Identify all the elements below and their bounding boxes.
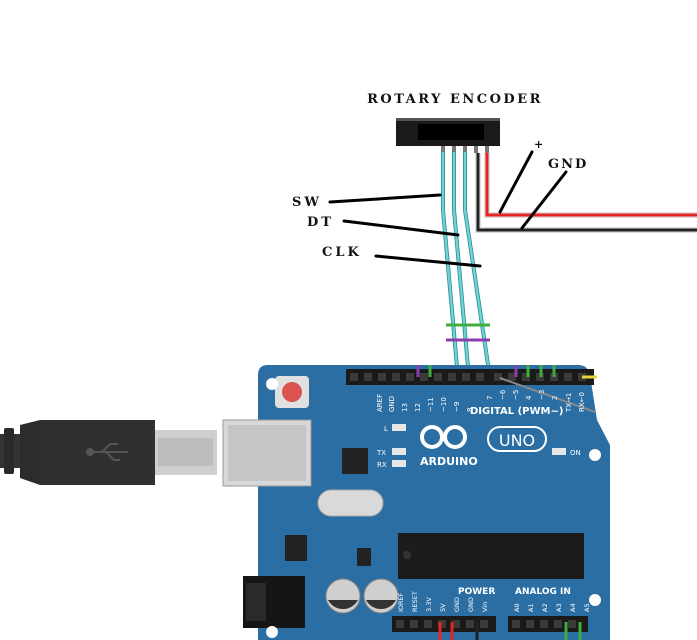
pin-label: ~5 bbox=[512, 390, 520, 400]
pin-label: Vin bbox=[481, 602, 489, 612]
pin-label: ~10 bbox=[440, 397, 448, 412]
uno-badge bbox=[487, 426, 547, 452]
pin-label: A5 bbox=[583, 603, 591, 612]
vcc-wire bbox=[484, 153, 697, 218]
led-rx bbox=[392, 460, 406, 467]
pin-label: ~9 bbox=[453, 402, 461, 412]
pin-label: 5V bbox=[439, 603, 447, 612]
capacitors bbox=[325, 578, 399, 614]
pin-label: 4 bbox=[525, 395, 533, 400]
analog-header-label: ANALOG IN bbox=[515, 587, 571, 597]
pin-label: A3 bbox=[555, 603, 563, 612]
analog-pin-labels: A0 A1 A2 A3 A4 A5 bbox=[513, 603, 591, 612]
plus-pointer bbox=[498, 150, 534, 214]
pin-label: IOREF bbox=[397, 592, 405, 612]
arduino-logo-text: ARDUINO bbox=[420, 455, 478, 468]
pin-label: A4 bbox=[569, 603, 577, 612]
pin-label: 13 bbox=[401, 403, 409, 412]
digital-pin-labels: AREF GND 13 12 ~11 ~10 ~9 8 7 ~6 ~5 4 ~3… bbox=[376, 389, 586, 413]
usb-icon bbox=[86, 443, 128, 461]
usb-cable bbox=[0, 420, 217, 485]
pin-label: ~3 bbox=[538, 390, 546, 400]
digital-header-label: DIGITAL (PWM~) bbox=[470, 406, 563, 417]
pin-label: GND bbox=[467, 597, 475, 612]
atmega-chip bbox=[398, 533, 584, 579]
clk-pointer bbox=[374, 254, 482, 268]
gnd-label: GND bbox=[548, 157, 588, 172]
pin-label: GND bbox=[453, 597, 461, 612]
led-on-label: ON bbox=[570, 449, 581, 457]
pin-label: A2 bbox=[541, 603, 549, 612]
led-l bbox=[392, 424, 406, 431]
pin-label: RX←0 bbox=[578, 392, 586, 412]
power-pin-labels: IOREF RESET 3.3V 5V GND GND Vin bbox=[397, 591, 489, 612]
power-header-label: POWER bbox=[458, 587, 495, 597]
led-on bbox=[552, 448, 566, 455]
led-tx-label: TX bbox=[376, 449, 386, 457]
pin-label: RESET bbox=[411, 591, 419, 612]
crystal bbox=[317, 489, 384, 517]
pin-label: TX→1 bbox=[565, 393, 573, 413]
pin-label: ~6 bbox=[499, 389, 507, 400]
pin-label: A1 bbox=[527, 603, 535, 612]
pin-label: AREF bbox=[376, 394, 384, 412]
signal-wires bbox=[441, 151, 492, 380]
pin-label: A0 bbox=[513, 603, 521, 612]
pin-label: 7 bbox=[486, 396, 494, 400]
dt-label: DT bbox=[307, 215, 334, 230]
encoder-title: ROTARY ENCODER bbox=[367, 92, 543, 107]
pin-label: 12 bbox=[414, 403, 422, 412]
led-l-label: L bbox=[384, 425, 388, 433]
arduino-uno-board bbox=[222, 365, 610, 640]
plus-label: + bbox=[534, 138, 543, 151]
sw-pointer bbox=[328, 193, 442, 204]
uno-text: UNO bbox=[499, 431, 535, 450]
gnd-pointer bbox=[520, 170, 568, 230]
pin-label: GND bbox=[388, 396, 396, 412]
pin-label: 8 bbox=[466, 408, 474, 412]
sw-label: SW bbox=[292, 195, 322, 210]
led-tx bbox=[392, 448, 406, 455]
clk-label: CLK bbox=[322, 245, 362, 260]
pin-label: 2 bbox=[551, 396, 559, 400]
dt-pointer bbox=[342, 219, 460, 237]
rotary-encoder bbox=[396, 118, 500, 153]
reset-button[interactable] bbox=[275, 376, 309, 408]
arduino-logo-icon bbox=[420, 425, 467, 449]
pin-label: ~11 bbox=[427, 397, 435, 412]
pin-label: 3.3V bbox=[425, 597, 433, 612]
led-rx-label: RX bbox=[377, 461, 387, 469]
